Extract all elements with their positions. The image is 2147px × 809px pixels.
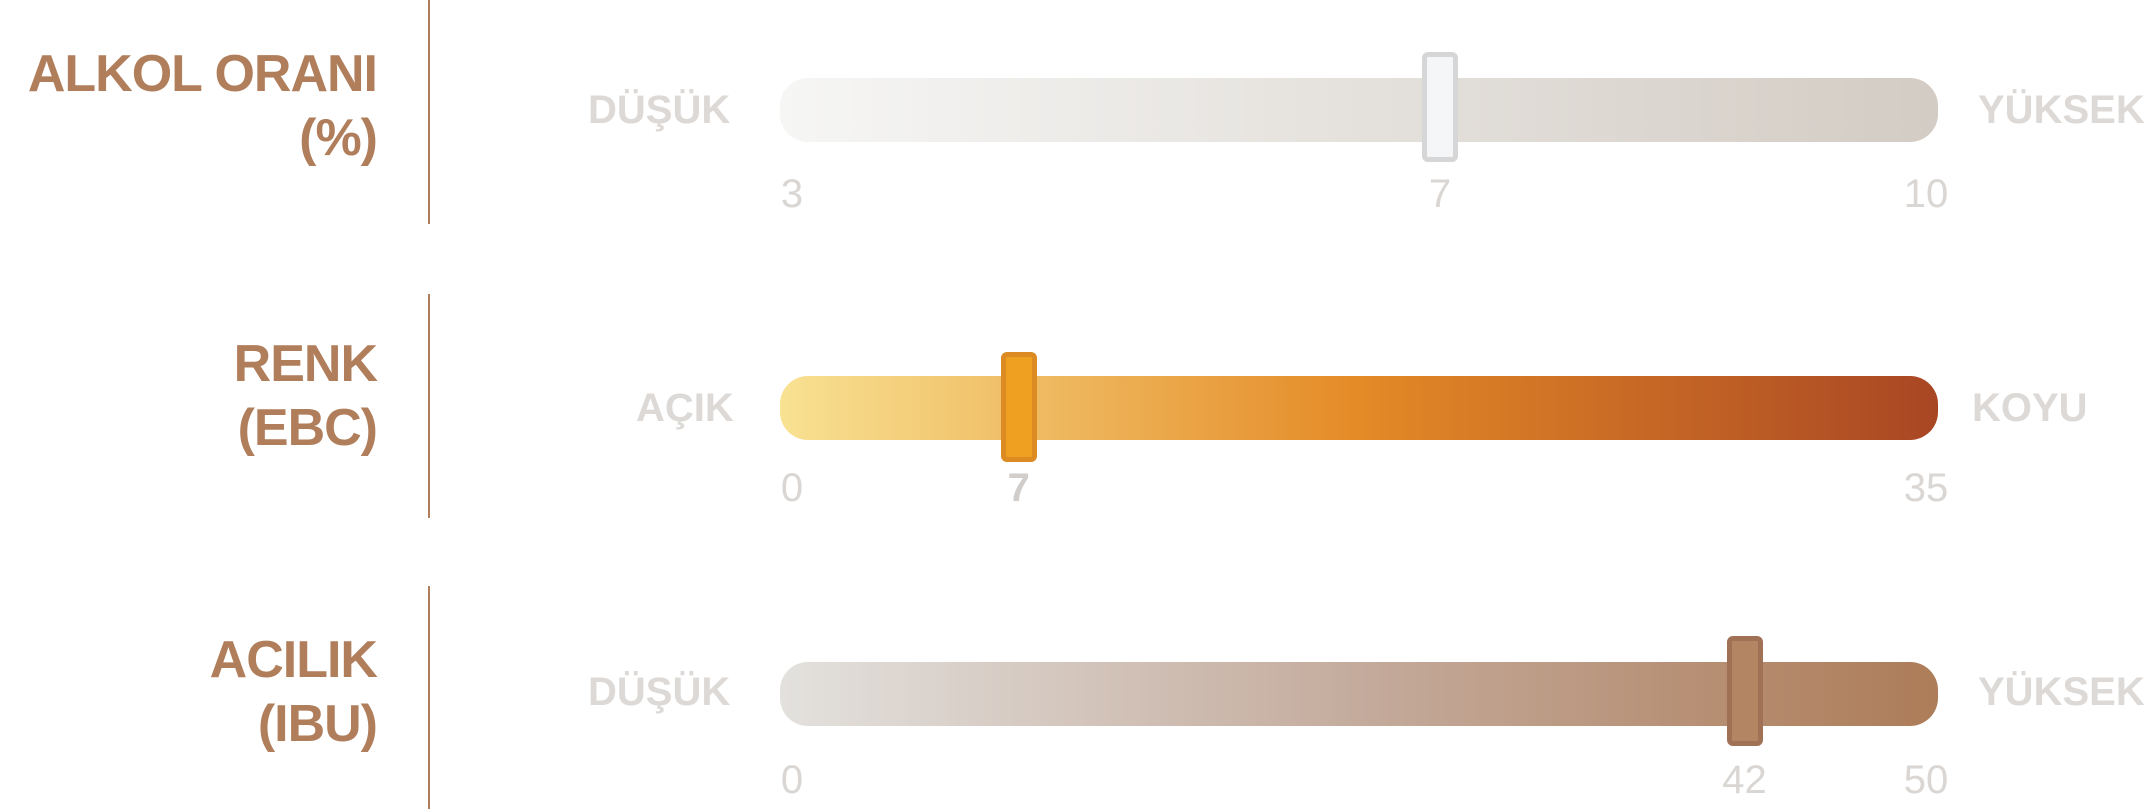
min-tick-label: 3	[780, 172, 804, 216]
slider-thumb[interactable]	[1422, 52, 1458, 162]
slider-thumb[interactable]	[1726, 636, 1763, 746]
min-tick-label: 0	[780, 758, 804, 802]
value-tick-label: 7	[1428, 172, 1452, 216]
row-title-bitterness: ACILIK (IBU)	[0, 628, 378, 756]
title-line2: (%)	[299, 109, 378, 167]
value-tick-label: 42	[1722, 758, 1767, 802]
title-line1: ACILIK	[209, 631, 378, 689]
slider-row-alcohol: ALKOL ORANI (%) DÜŞÜK YÜKSEK 3 7 10	[0, 0, 2147, 240]
divider	[428, 586, 430, 809]
title-line2: (EBC)	[237, 399, 378, 457]
left-label: DÜŞÜK	[588, 670, 731, 714]
slider-row-color: RENK (EBC) AÇIK KOYU 0 7 35	[0, 0, 2147, 518]
right-label: YÜKSEK	[1978, 670, 2145, 714]
slider-thumb[interactable]	[1000, 352, 1037, 462]
max-tick-label: 10	[1903, 172, 1949, 216]
right-label: KOYU	[1972, 386, 2088, 430]
row-title-alcohol: ALKOL ORANI (%)	[0, 42, 378, 170]
left-label: DÜŞÜK	[588, 88, 731, 132]
max-tick-label: 35	[1903, 466, 1949, 510]
title-line1: RENK	[233, 335, 378, 393]
slider-track[interactable]	[780, 78, 1938, 142]
slider-track[interactable]	[780, 662, 1938, 726]
divider	[428, 0, 430, 224]
divider	[428, 294, 430, 518]
max-tick-label: 50	[1903, 758, 1949, 802]
row-title-color: RENK (EBC)	[0, 332, 378, 460]
left-label: AÇIK	[636, 386, 734, 430]
title-line2: (IBU)	[257, 695, 378, 753]
slider-track[interactable]	[780, 376, 1938, 440]
right-label: YÜKSEK	[1978, 88, 2145, 132]
title-line1: ALKOL ORANI	[27, 45, 378, 103]
value-tick-label: 7	[1007, 466, 1030, 510]
min-tick-label: 0	[780, 466, 804, 510]
